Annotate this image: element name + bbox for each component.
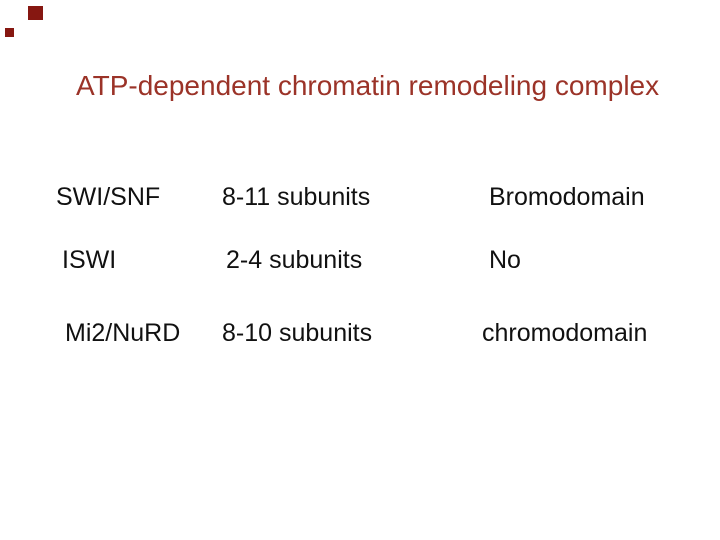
- decorative-square-large-icon: [28, 6, 43, 20]
- complex-name: ISWI: [62, 246, 117, 274]
- domain-type: chromodomain: [482, 319, 648, 347]
- decorative-square-small-icon: [5, 28, 14, 37]
- subunit-count: 8-11 subunits: [222, 183, 371, 211]
- subunit-count: 2-4 subunits: [226, 246, 363, 274]
- complex-name: SWI/SNF: [56, 183, 161, 211]
- complex-name: Mi2/NuRD: [65, 319, 181, 347]
- domain-type: Bromodomain: [489, 183, 645, 211]
- domain-type: No: [489, 246, 521, 274]
- slide-title: ATP-dependent chromatin remodeling compl…: [76, 70, 660, 101]
- subunit-count: 8-10 subunits: [222, 319, 373, 347]
